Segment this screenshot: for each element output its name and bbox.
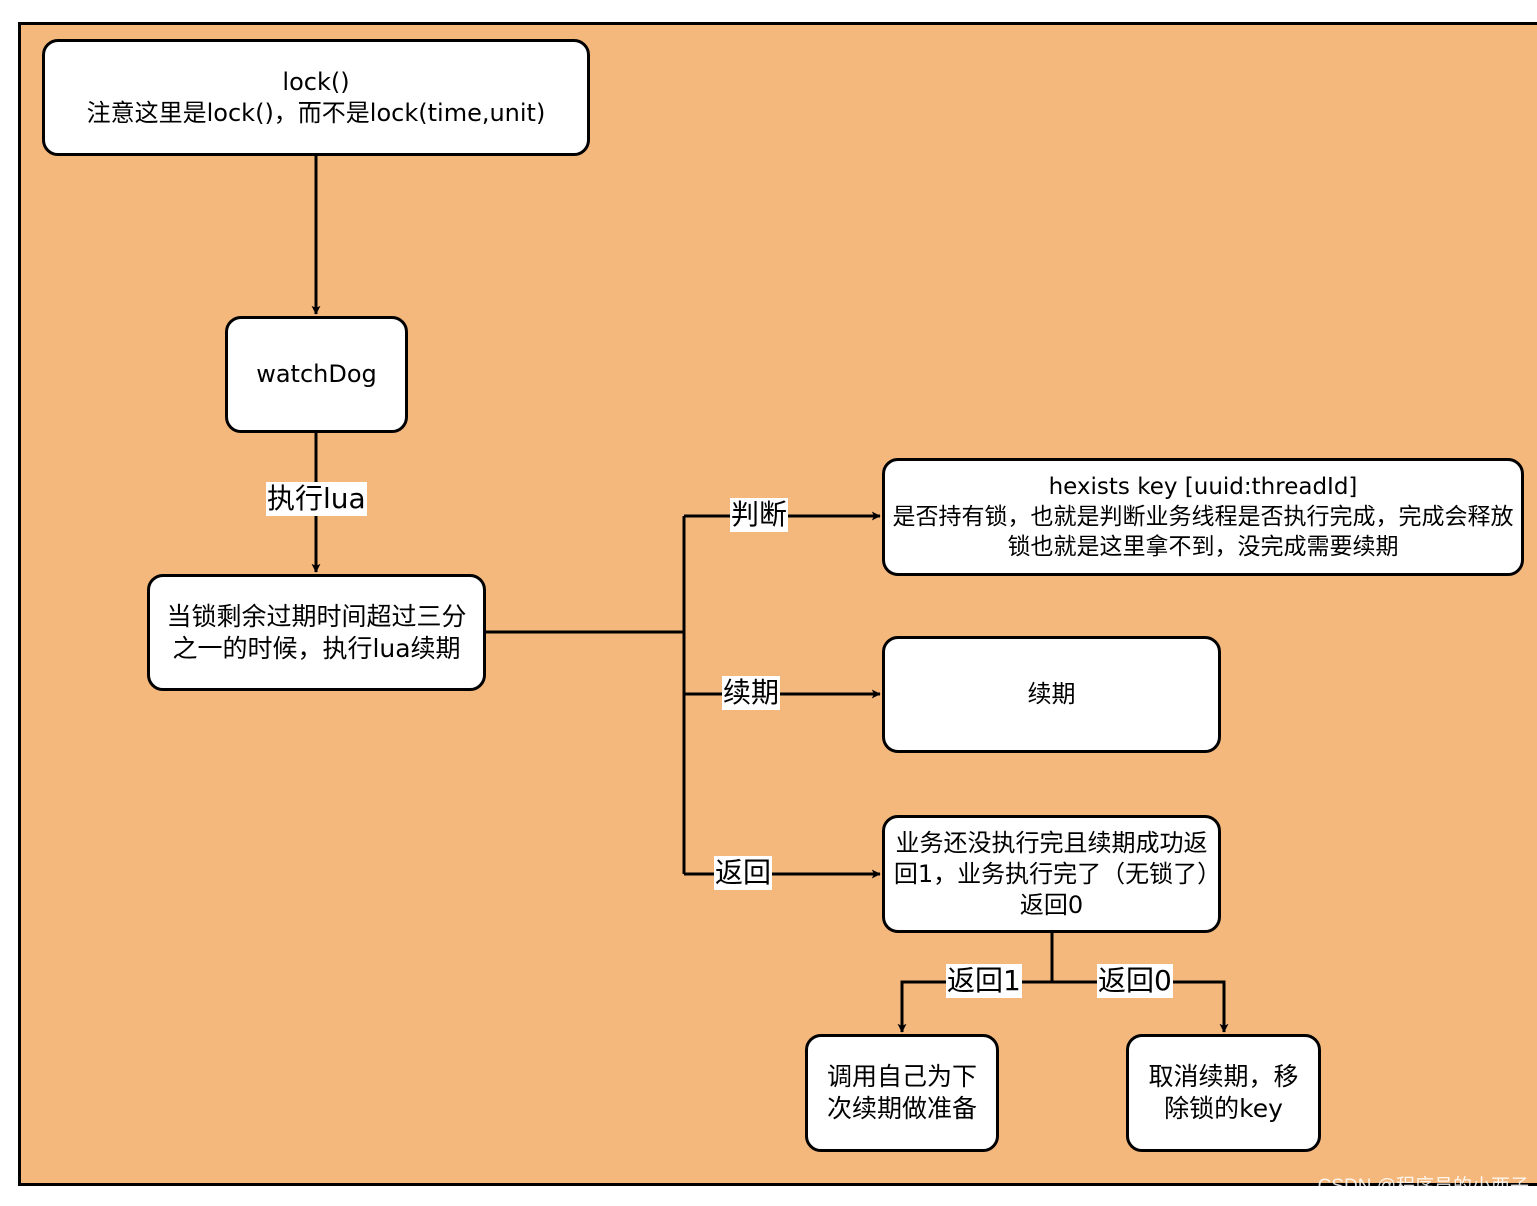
- edge-label-renew: 续期: [722, 676, 781, 710]
- node-cancel-renew: 取消续期，移除锁的key: [1126, 1034, 1321, 1152]
- watermark: CSDN @程序员的小西子: [1317, 1176, 1529, 1197]
- edge-label-return-0: 返回0: [1097, 964, 1173, 998]
- node-schedule-next: 调用自己为下次续期做准备: [805, 1034, 999, 1152]
- node-condition: 当锁剩余过期时间超过三分之一的时候，执行lua续期: [147, 574, 486, 691]
- edge-label-return-1: 返回1: [946, 964, 1022, 998]
- node-renew: 续期: [882, 636, 1221, 753]
- edge-label-exec-lua: 执行lua: [266, 482, 367, 516]
- node-return-value: 业务还没执行完且续期成功返回1，业务执行完了（无锁了）返回0: [882, 815, 1221, 933]
- node-watchdog: watchDog: [225, 316, 408, 433]
- edge-label-judge: 判断: [730, 498, 789, 532]
- node-hexists: hexists key [uuid:threadId] 是否持有锁，也就是判断业…: [882, 458, 1524, 576]
- edge-label-return: 返回: [714, 856, 773, 890]
- node-lock: lock() 注意这里是lock()，而不是lock(time,unit): [42, 39, 590, 156]
